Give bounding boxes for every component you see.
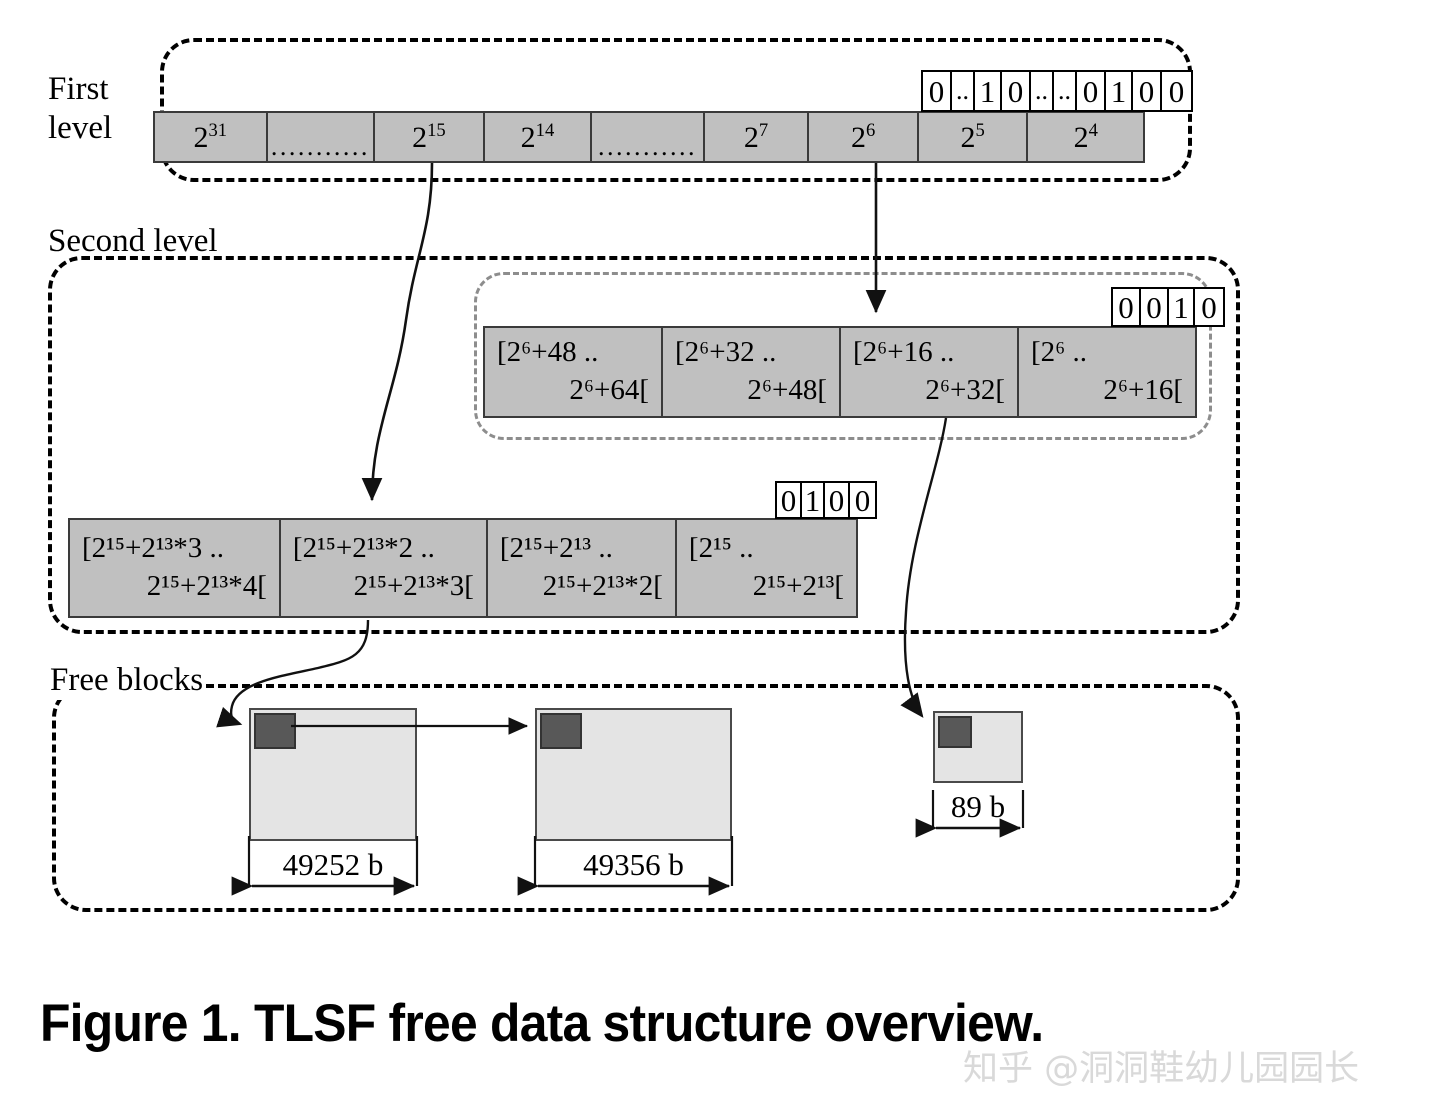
figure-caption: Figure 1. TLSF free data structure overv…	[40, 994, 1044, 1053]
free-block-size-label: 49252 b	[282, 847, 384, 882]
bit: 0	[1141, 289, 1169, 325]
range-end: 2⁶+16[	[1103, 374, 1183, 406]
second-level-pow15-row: [2¹⁵+2¹³*3 .. 2¹⁵+2¹³*4[ [2¹⁵+2¹³*2 .. 2…	[68, 518, 858, 618]
range-end: 2¹⁵+2¹³*4[	[146, 570, 267, 602]
first-level-cell: 215	[375, 113, 485, 161]
free-block	[249, 708, 417, 841]
second-level-pow15-bitmap: 0 1 0 0	[775, 481, 877, 519]
free-blocks-container	[52, 684, 1240, 912]
range-start: [2¹⁵ ..	[688, 532, 754, 565]
second-level-pow6-container	[474, 272, 1212, 440]
ellipsis-dots: ...........	[270, 131, 370, 161]
range-start: [2⁶ ..	[1031, 336, 1088, 369]
first-level-row: 231 ........... 215 214 ........... 27 2…	[153, 111, 1145, 163]
range-start: [2¹⁵+2¹³*2 ..	[292, 532, 435, 565]
first-level-cell: 231	[155, 113, 268, 161]
bit: 0	[923, 72, 952, 110]
first-level-bitmap: 0 .. 1 0 .. .. 0 1 0 0	[921, 70, 1193, 112]
first-level-cell: 24	[1073, 119, 1098, 154]
bit: 1	[1106, 72, 1133, 110]
bit: 0	[854, 482, 871, 518]
bit: ..	[1054, 72, 1077, 110]
bit: 0	[1133, 72, 1162, 110]
first-level-cell: 27	[705, 113, 810, 161]
range-start: [2¹⁵+2¹³*3 ..	[82, 532, 224, 565]
first-level-label: First level	[48, 71, 113, 146]
free-block-size-label: 49356 b	[583, 847, 684, 882]
watermark: 知乎 @洞洞鞋幼儿园园长	[963, 1049, 1360, 1089]
range-end: 2¹⁵+2¹³*3[	[353, 570, 474, 602]
block-header	[254, 713, 296, 749]
free-blocks-label: Free blocks	[48, 661, 206, 700]
second-level-pow15-cell: [2¹⁵+2¹³*3 .. 2¹⁵+2¹³*4[	[70, 520, 281, 616]
range-start: [2⁶+16 ..	[853, 336, 955, 369]
second-level-pow6-cell: [2⁶+16 .. 2⁶+32[	[841, 328, 1019, 416]
range-end: 2¹⁵+2¹³[	[752, 570, 844, 602]
second-level-pow6-cell: [2⁶+48 .. 2⁶+64[	[485, 328, 663, 416]
ellipsis-dots: ...........	[598, 131, 697, 161]
second-level-pow6-cell: [2⁶ .. 2⁶+16[	[1019, 328, 1195, 416]
bit: 1	[975, 72, 1002, 110]
free-block	[933, 711, 1023, 783]
range-start: [2¹⁵+2¹³ ..	[499, 532, 613, 565]
bit: 0	[1201, 289, 1217, 325]
block-header	[540, 713, 582, 749]
first-level-cell: 25	[919, 113, 1029, 161]
second-level-pow6-bitmap: 0 0 1 0	[1111, 287, 1225, 327]
first-level-cell-ellipsis: ...........	[592, 113, 705, 161]
bit: ..	[1031, 72, 1054, 110]
second-level-pow15-cell: [2¹⁵+2¹³*2 .. 2¹⁵+2¹³*3[	[281, 520, 488, 616]
range-end: 2¹⁵+2¹³*2[	[542, 570, 663, 602]
range-start: [2⁶+48 ..	[497, 336, 599, 369]
second-level-pow6-row: [2⁶+48 .. 2⁶+64[ [2⁶+32 .. 2⁶+48[ [2⁶+16…	[483, 326, 1197, 418]
second-level-pow6-cell: [2⁶+32 .. 2⁶+48[	[663, 328, 841, 416]
bit: 0	[1002, 72, 1031, 110]
second-level-container	[48, 256, 1240, 634]
range-end: 2⁶+48[	[747, 374, 827, 406]
free-block	[535, 708, 732, 841]
bit: 0	[1113, 289, 1141, 325]
range-end: 2⁶+32[	[925, 374, 1005, 406]
second-level-label: Second level	[48, 223, 218, 259]
free-block-size-label: 89 b	[950, 789, 1006, 824]
range-start: [2⁶+32 ..	[675, 336, 777, 369]
bit: 1	[802, 483, 825, 517]
bit: 0	[1168, 73, 1185, 109]
bit: 0	[825, 483, 850, 517]
first-level-cell: 214	[485, 113, 593, 161]
bit: 1	[1169, 289, 1195, 325]
first-level-cell-ellipsis: ...........	[268, 113, 376, 161]
first-level-cell: 26	[809, 113, 919, 161]
bit: 0	[1077, 72, 1106, 110]
bit: 0	[777, 483, 802, 517]
range-end: 2⁶+64[	[569, 374, 649, 406]
block-header	[938, 716, 972, 748]
second-level-pow15-cell: [2¹⁵ .. 2¹⁵+2¹³[	[677, 520, 856, 616]
bit: ..	[952, 72, 975, 110]
second-level-pow15-cell: [2¹⁵+2¹³ .. 2¹⁵+2¹³*2[	[488, 520, 677, 616]
